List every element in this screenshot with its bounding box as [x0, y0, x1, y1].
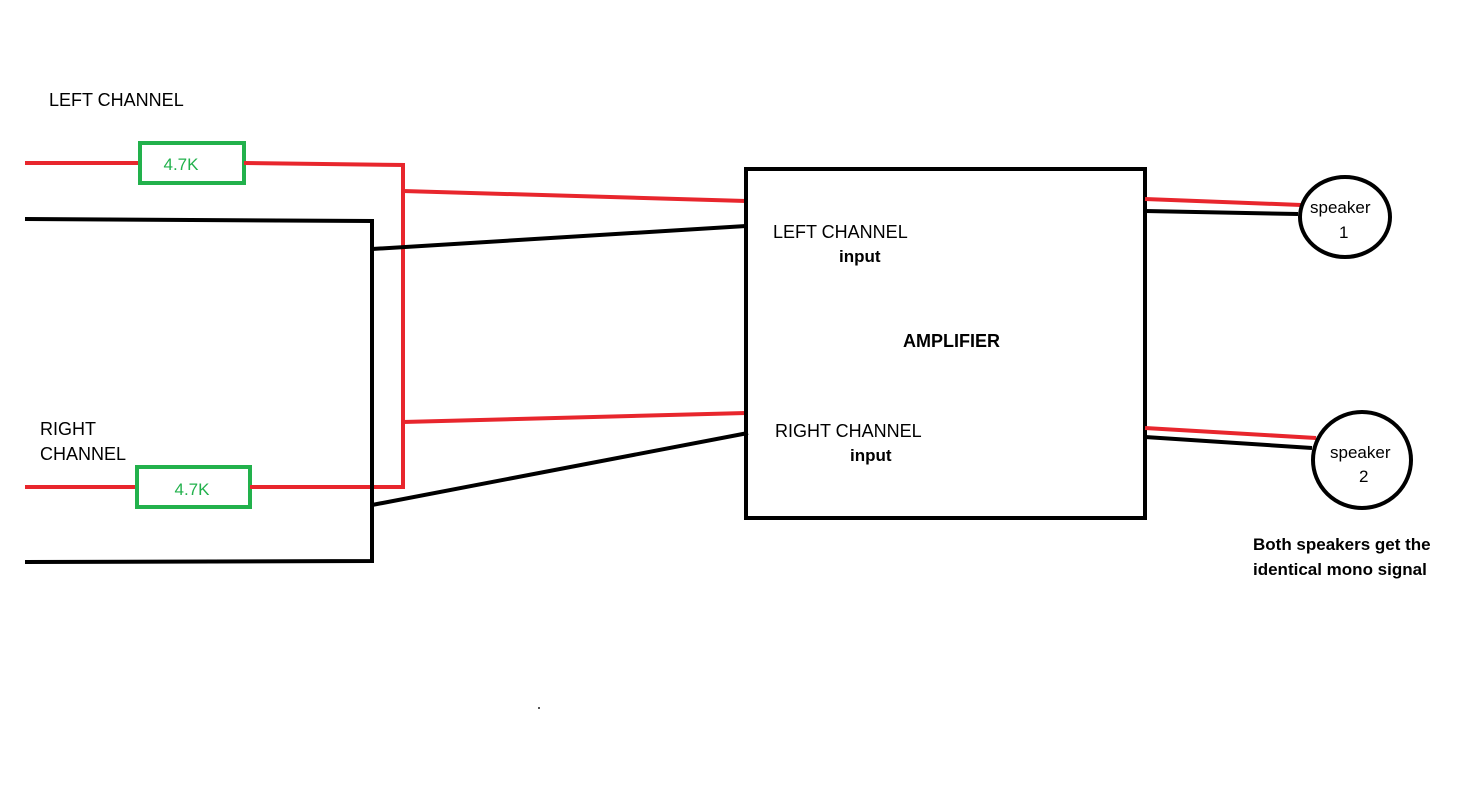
amp-right-input-label: RIGHT CHANNEL [775, 421, 922, 441]
amp-left-input-label: LEFT CHANNEL [773, 222, 908, 242]
speaker1-circle [1298, 175, 1392, 259]
speaker2-signal-wire [1144, 426, 1317, 440]
mono-note: Both speakers get the identical mono sig… [1253, 535, 1431, 579]
ground-to-left-input-wire [371, 224, 747, 251]
ground-to-right-input-wire [371, 431, 749, 507]
left-resistor-value: 4.7K [164, 155, 200, 174]
amplifier-title: AMPLIFIER [903, 331, 1000, 351]
speaker1-ground-wire [1144, 209, 1299, 216]
right-resistor-value: 4.7K [175, 480, 211, 499]
bus-to-left-input-wire [402, 189, 747, 203]
speaker1-signal-wire [1144, 197, 1302, 207]
bus-to-right-input-wire [402, 411, 747, 424]
speaker2-ground-wire [1144, 435, 1313, 450]
amplifier-box [744, 167, 1147, 520]
speaker2-label: speaker [1330, 443, 1391, 462]
left-channel-label: LEFT CHANNEL [49, 90, 184, 110]
speaker1-number: 1 [1339, 223, 1349, 242]
amp-left-input-sub: input [839, 247, 881, 266]
amp-right-input-sub: input [850, 446, 892, 465]
speaker1-label: speaker [1310, 198, 1371, 217]
left-signal-wire-out [243, 161, 406, 167]
right-channel-label: RIGHT CHANNEL [40, 419, 127, 464]
speaker2-number: 2 [1359, 467, 1369, 486]
speaker2-circle [1311, 410, 1413, 510]
ground-loop-wire [24, 217, 374, 564]
stray-dot [538, 707, 540, 709]
